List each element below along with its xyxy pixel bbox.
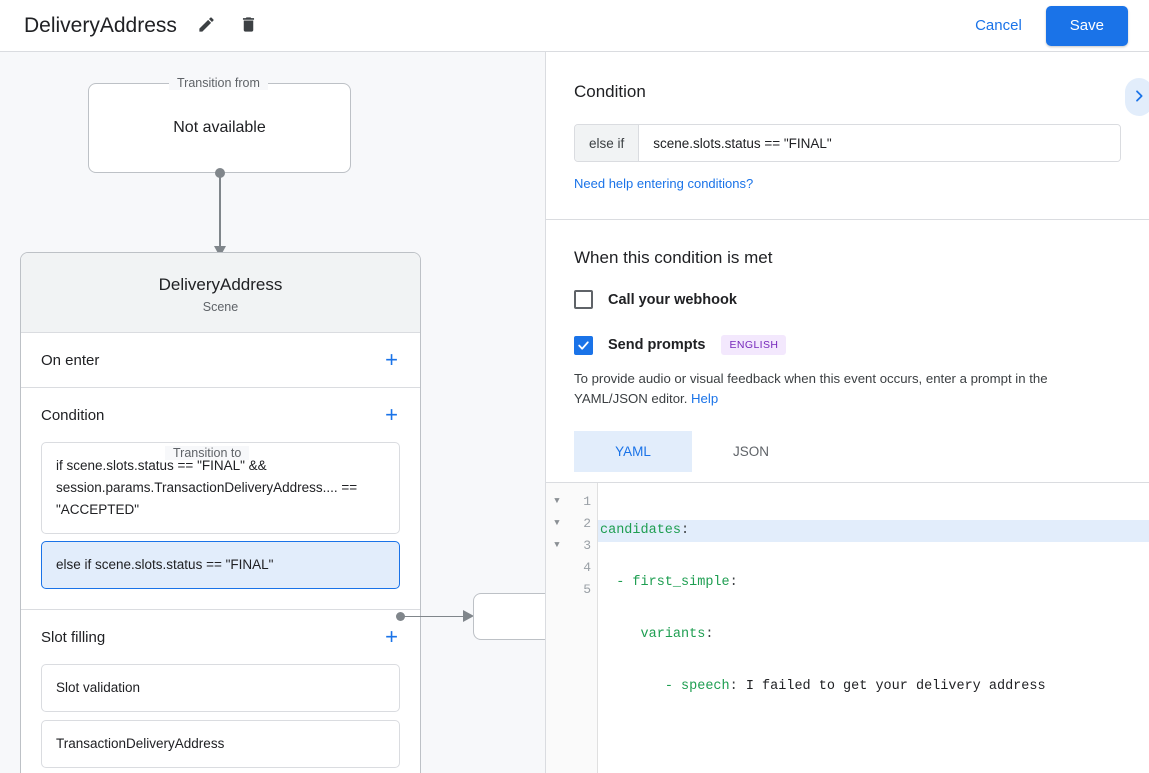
when-condition-met-block: When this condition is met Call your web… — [546, 220, 1149, 472]
scene-name: DeliveryAddress — [158, 275, 283, 294]
transition-to-scene-card[interactable]: Transition to DeliveryAddress Scene On e… — [20, 252, 421, 773]
scene-section-on-enter: On enter + — [21, 333, 420, 388]
save-button[interactable]: Save — [1045, 5, 1128, 46]
outgoing-connector-line — [404, 615, 466, 617]
chevron-right-icon — [1131, 88, 1147, 107]
slot-filling-list: Slot validation TransactionDeliveryAddre… — [41, 664, 400, 773]
code-indent — [600, 627, 641, 642]
scene-type: Scene — [202, 300, 239, 314]
editor-code-area[interactable]: candidates: - first_simple: variants: - … — [598, 483, 1149, 773]
checkmark-icon — [578, 340, 589, 350]
cancel-button[interactable]: Cancel — [965, 9, 1032, 42]
slot-filling-item[interactable]: TransactionDeliveryAddress — [41, 720, 400, 768]
condition-list: if scene.slots.status == "FINAL" && sess… — [41, 442, 400, 609]
edit-name-button[interactable] — [191, 10, 223, 42]
prompts-help-link[interactable]: Help — [691, 391, 719, 406]
target-node-partial[interactable] — [473, 593, 545, 640]
top-app-bar: DeliveryAddress Cancel Save — [0, 0, 1149, 52]
code-punct: : — [681, 523, 690, 538]
pencil-icon — [197, 15, 216, 37]
add-condition-button[interactable]: + — [383, 400, 400, 430]
scene-section-slot-filling: Slot filling + Slot validation Transacti… — [21, 610, 420, 773]
condition-expression-input[interactable] — [639, 125, 1120, 161]
gutter-row: 5 — [546, 578, 597, 600]
section-title: Slot filling — [41, 628, 106, 646]
connector-line — [219, 173, 221, 248]
call-webhook-label: Call your webhook — [608, 291, 737, 308]
condition-operator-label: else if — [575, 125, 640, 161]
editor-gutter: ▼ 1 ▼ 2 ▼ 3 4 5 — [546, 483, 598, 773]
condition-help-link[interactable]: Need help entering conditions? — [574, 176, 754, 191]
code-key: - speech — [664, 679, 730, 694]
add-on-enter-button[interactable]: + — [383, 345, 400, 375]
fold-arrow-icon[interactable]: ▼ — [554, 518, 560, 528]
webhook-option-row[interactable]: Call your webhook — [574, 290, 1121, 309]
code-indent — [600, 679, 665, 694]
code-line: candidates: — [598, 520, 1149, 542]
yaml-code-editor[interactable]: ▼ 1 ▼ 2 ▼ 3 4 5 candidates: - first_si — [546, 482, 1149, 773]
section-title: Condition — [41, 406, 105, 424]
send-prompts-label: Send prompts — [608, 337, 706, 353]
delete-button[interactable] — [233, 10, 265, 42]
code-value: I failed to get your delivery address — [737, 679, 1046, 694]
fold-arrow-icon[interactable]: ▼ — [554, 540, 560, 550]
transition-from-value: Not available — [173, 119, 266, 136]
add-slot-filling-button[interactable]: + — [383, 622, 400, 652]
code-indent — [600, 575, 616, 590]
tab-json[interactable]: JSON — [692, 431, 810, 472]
when-met-heading: When this condition is met — [574, 248, 773, 267]
gutter-row: 4 — [546, 556, 597, 578]
condition-detail-block: Condition else if Need help entering con… — [546, 52, 1149, 220]
code-punct: : — [705, 627, 714, 642]
tab-yaml[interactable]: YAML — [574, 431, 692, 472]
details-panel: Condition else if Need help entering con… — [545, 52, 1149, 773]
code-key: - first_simple — [616, 575, 730, 590]
gutter-row: ▼ 2 — [546, 512, 597, 534]
line-number: 2 — [583, 515, 591, 531]
line-number: 5 — [583, 581, 591, 597]
transition-to-legend: Transition to — [165, 446, 250, 460]
section-header: On enter + — [41, 333, 400, 387]
slot-filling-item[interactable]: Slot validation — [41, 664, 400, 712]
scene-card-header: DeliveryAddress Scene — [21, 253, 420, 333]
code-key: candidates — [600, 523, 682, 538]
line-number: 3 — [583, 537, 591, 553]
language-badge: ENGLISH — [721, 335, 787, 355]
condition-editor-row: else if — [574, 124, 1121, 162]
scene-graph-canvas[interactable]: Transition from Not available Transition… — [0, 52, 545, 773]
outgoing-connector-dot — [396, 612, 405, 621]
code-line: - speech: I failed to get your delivery … — [598, 676, 1149, 698]
call-webhook-checkbox[interactable] — [574, 290, 593, 309]
code-punct: : — [729, 679, 738, 694]
code-line: variants: — [598, 624, 1149, 646]
transition-from-node[interactable]: Transition from Not available — [88, 76, 351, 173]
transition-from-legend: Transition from — [169, 76, 268, 90]
section-title: On enter — [41, 351, 100, 369]
section-header: Slot filling + — [41, 610, 400, 664]
section-header: Condition + — [41, 388, 400, 442]
condition-item-selected[interactable]: else if scene.slots.status == "FINAL" — [41, 541, 400, 589]
collapse-panel-button[interactable] — [1125, 78, 1149, 116]
prompts-description-text: To provide audio or visual feedback when… — [574, 371, 1048, 406]
connector-arrow-icon — [214, 246, 226, 257]
editor-format-tabs: YAML JSON — [574, 431, 1121, 472]
gutter-row: ▼ 3 — [546, 534, 597, 556]
fold-arrow-icon[interactable]: ▼ — [554, 496, 560, 506]
prompts-description: To provide audio or visual feedback when… — [574, 369, 1121, 409]
code-line — [598, 728, 1149, 750]
code-punct: : — [729, 575, 738, 590]
code-line: - first_simple: — [598, 572, 1149, 594]
page-title: DeliveryAddress — [24, 13, 177, 37]
scene-section-condition: Condition + if scene.slots.status == "FI… — [21, 388, 420, 610]
condition-heading: Condition — [574, 82, 646, 101]
trash-icon — [239, 15, 258, 37]
line-number: 1 — [583, 493, 591, 509]
outgoing-arrow-icon — [463, 610, 474, 622]
line-number: 4 — [583, 559, 591, 575]
gutter-row: ▼ 1 — [546, 490, 597, 512]
code-key: variants — [640, 627, 706, 642]
send-prompts-checkbox[interactable] — [574, 335, 593, 355]
send-prompts-option-row[interactable]: Send prompts ENGLISH — [574, 335, 1121, 355]
